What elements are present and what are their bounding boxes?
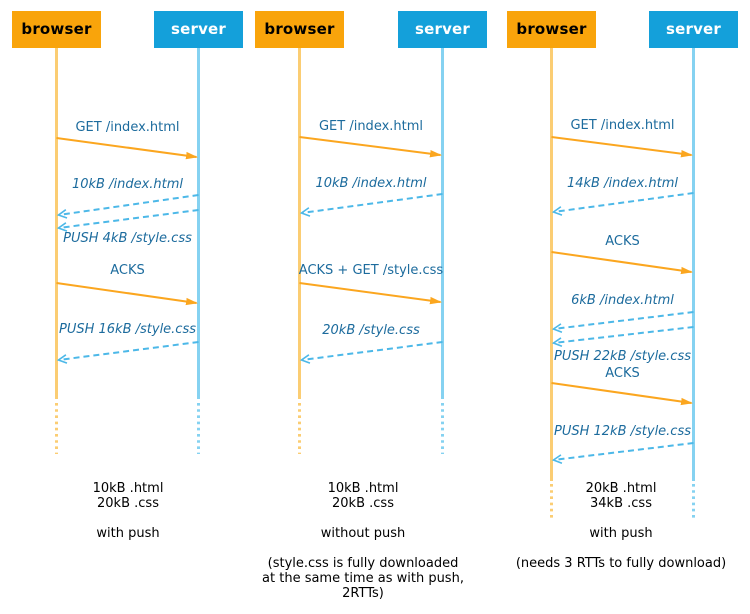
message-label: PUSH 4kB /style.css [63,231,192,246]
response-arrow [554,192,694,212]
message-label: 6kB /index.html [571,293,674,308]
request-arrow [551,136,693,158]
message-label: 10kB /index.html [315,176,427,191]
actor-box-server: server [398,11,487,48]
request-arrow [299,136,442,158]
message-label: ACKS + GET /style.css [298,263,444,278]
footer-line: (style.css is fully downloaded [267,556,459,571]
request-arrow [299,282,442,305]
footer-line: without push [320,526,406,541]
message-label: PUSH 22kB /style.css [553,349,691,364]
response-arrow [59,341,199,360]
footer-line: (needs 3 RTTs to fully download) [515,556,727,571]
message-label: 20kB /style.css [322,323,420,338]
footer-line: with push [96,526,160,541]
message-label: ACKS [605,234,640,249]
request-arrow [551,251,693,275]
request-arrow [551,382,693,406]
message-label: GET /index.html [318,119,424,134]
response-arrow [554,326,694,343]
response-arrow [302,341,443,360]
response-arrow [554,442,694,460]
request-arrow [56,137,198,160]
footer-line: 20kB .css [332,496,394,511]
footer-line: with push [589,526,653,541]
response-arrow [59,209,199,228]
footer-line: 10kB .html [327,481,399,496]
message-label: 14kB /index.html [566,176,679,191]
actor-box-browser: browser [255,11,344,48]
actor-box-browser: browser [507,11,596,48]
actor-box-server: server [649,11,738,48]
footer-line: 2RTTs) [342,586,384,601]
request-arrow [56,282,198,306]
footer-line: 10kB .html [92,481,164,496]
message-label: ACKS [110,263,145,278]
message-label: GET /index.html [75,120,180,135]
actor-box-server: server [154,11,243,48]
response-arrow [302,193,443,213]
footer-line: at the same time as with push, [262,571,464,586]
response-arrow [554,311,694,329]
footer-line: 20kB .html [585,481,657,496]
message-label: GET /index.html [570,118,675,133]
message-label: PUSH 12kB /style.css [553,424,691,439]
response-arrow [59,194,199,215]
message-label: 10kB /index.html [71,177,184,192]
footer-line: 20kB .css [97,496,159,511]
message-label: PUSH 16kB /style.css [58,322,196,337]
message-label: ACKS [605,366,640,381]
footer-line: 34kB .css [590,496,652,511]
actor-box-browser: browser [12,11,101,48]
